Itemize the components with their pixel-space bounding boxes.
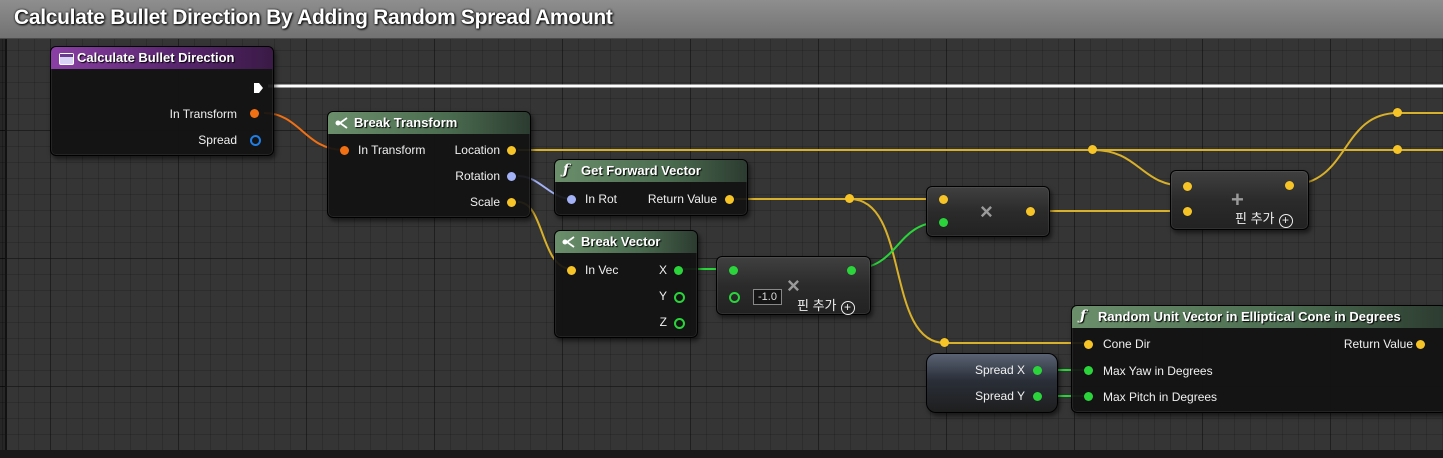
z-output-pin[interactable]: [674, 318, 685, 329]
spread-output-pin[interactable]: [250, 135, 261, 146]
add-vector-add-pin-label: 핀 추가: [1235, 211, 1275, 226]
bottom-border: [0, 450, 1443, 458]
event-node-title: Calculate Bullet Direction: [77, 50, 235, 65]
random-unit-vector-cone-node[interactable]: ƒ Random Unit Vector in Elliptical Cone …: [1071, 305, 1443, 413]
add-vector-input-a-pin[interactable]: [1183, 182, 1192, 191]
add-pin-icon: +: [840, 301, 855, 315]
cone-return-value-label: Return Value: [1343, 337, 1413, 351]
location-pin-label: Location: [454, 143, 500, 157]
break-transform-header[interactable]: Break Transform: [328, 112, 530, 134]
y-pin-label: Y: [658, 289, 667, 303]
add-vector-add-pin-button[interactable]: 핀 추가+: [1235, 208, 1293, 228]
break-transform-title: Break Transform: [354, 115, 458, 130]
max-yaw-label: Max Yaw in Degrees: [1103, 364, 1213, 378]
y-output-pin[interactable]: [674, 292, 685, 303]
location-output-pin[interactable]: [507, 146, 516, 155]
rotation-pin-label: Rotation: [455, 169, 500, 183]
multiply-constant-field[interactable]: -1.0: [753, 289, 782, 305]
event-icon: [59, 53, 74, 65]
get-forward-vector-header[interactable]: ƒ Get Forward Vector: [555, 160, 747, 182]
comment-box-header[interactable]: Calculate Bullet Direction By Adding Ran…: [0, 0, 1443, 39]
break-transform-in-label: In Transform: [358, 143, 426, 157]
add-vector-input-b-pin[interactable]: [1183, 207, 1192, 216]
reroute-knot-forward[interactable]: [845, 194, 854, 203]
break-transform-in-transform-pin[interactable]: [340, 146, 349, 155]
spread-y-label: Spread Y: [975, 389, 1025, 403]
multiply-float-output-pin[interactable]: [847, 266, 856, 275]
event-node-header[interactable]: Calculate Bullet Direction: [51, 47, 273, 69]
scale-output-pin[interactable]: [507, 198, 516, 207]
max-pitch-input-pin[interactable]: [1084, 392, 1093, 401]
multiply-symbol: ×: [787, 273, 800, 298]
random-cone-header[interactable]: ƒ Random Unit Vector in Elliptical Cone …: [1072, 306, 1443, 328]
break-vector-node[interactable]: Break Vector In Vec X Y Z: [554, 230, 698, 338]
cone-return-value-pin[interactable]: [1416, 340, 1425, 349]
add-vector-node[interactable]: + 핀 추가+: [1170, 170, 1309, 230]
cone-dir-input-pin[interactable]: [1084, 340, 1093, 349]
get-forward-vector-node[interactable]: ƒ Get Forward Vector In Rot Return Value: [554, 159, 748, 216]
break-icon: [335, 117, 348, 129]
spread-x-output-pin[interactable]: [1033, 366, 1042, 375]
multiply-float-input-b-pin[interactable]: [729, 292, 740, 303]
add-pin-icon: +: [1278, 214, 1293, 228]
multiply-vector-symbol: ×: [980, 199, 993, 224]
multiply-vector-node[interactable]: ×: [926, 186, 1050, 237]
multiply-vector-input-b-pin[interactable]: [939, 218, 948, 227]
add-pin-label: 핀 추가: [797, 298, 837, 313]
in-transform-output-pin[interactable]: [250, 109, 259, 118]
forward-return-value-label: Return Value: [647, 192, 717, 206]
random-cone-title: Random Unit Vector in Elliptical Cone in…: [1098, 309, 1401, 324]
multiply-float-input-a-pin[interactable]: [729, 266, 738, 275]
multiply-float-node[interactable]: -1.0 × 핀 추가+: [716, 256, 871, 315]
max-pitch-label: Max Pitch in Degrees: [1103, 390, 1218, 404]
spread-y-output-pin[interactable]: [1033, 392, 1042, 401]
x-pin-label: X: [658, 263, 667, 277]
scale-pin-label: Scale: [469, 195, 500, 209]
break-icon: [562, 236, 575, 248]
break-vector-title: Break Vector: [581, 234, 661, 249]
x-output-pin[interactable]: [674, 266, 683, 275]
rotation-output-pin[interactable]: [507, 172, 516, 181]
function-icon: ƒ: [1080, 308, 1087, 324]
function-icon: ƒ: [563, 162, 570, 178]
multiply-vector-input-a-pin[interactable]: [939, 195, 948, 204]
in-transform-pin-label: In Transform: [169, 107, 237, 121]
reroute-knot-location-right[interactable]: [1393, 145, 1402, 154]
add-vector-output-pin[interactable]: [1285, 181, 1294, 190]
spread-x-label: Spread X: [974, 363, 1025, 377]
in-rot-input-pin[interactable]: [567, 195, 576, 204]
multiply-vector-output-pin[interactable]: [1026, 207, 1035, 216]
in-vec-pin-label: In Vec: [585, 263, 619, 277]
z-pin-label: Z: [659, 315, 667, 329]
spread-pin-label: Spread: [198, 133, 237, 147]
forward-return-value-pin[interactable]: [725, 195, 734, 204]
event-node-calculate-bullet-direction[interactable]: Calculate Bullet Direction In Transform …: [50, 46, 274, 156]
in-rot-pin-label: In Rot: [585, 192, 618, 206]
comment-title[interactable]: Calculate Bullet Direction By Adding Ran…: [14, 6, 613, 29]
add-pin-button[interactable]: 핀 추가+: [797, 295, 855, 315]
get-forward-vector-title: Get Forward Vector: [581, 163, 701, 178]
max-yaw-input-pin[interactable]: [1084, 366, 1093, 375]
exec-output-pin[interactable]: [253, 81, 264, 93]
in-vec-input-pin[interactable]: [567, 266, 576, 275]
reroute-knot-add-out[interactable]: [1393, 108, 1402, 117]
cone-dir-label: Cone Dir: [1103, 337, 1151, 351]
break-transform-node[interactable]: Break Transform In Transform Location Ro…: [327, 111, 531, 218]
reroute-knot-cone-dir[interactable]: [940, 338, 949, 347]
add-symbol: +: [1231, 187, 1244, 212]
reroute-knot-location[interactable]: [1088, 145, 1097, 154]
spread-variables-node[interactable]: Spread X Spread Y: [926, 353, 1058, 413]
break-vector-header[interactable]: Break Vector: [555, 231, 697, 253]
